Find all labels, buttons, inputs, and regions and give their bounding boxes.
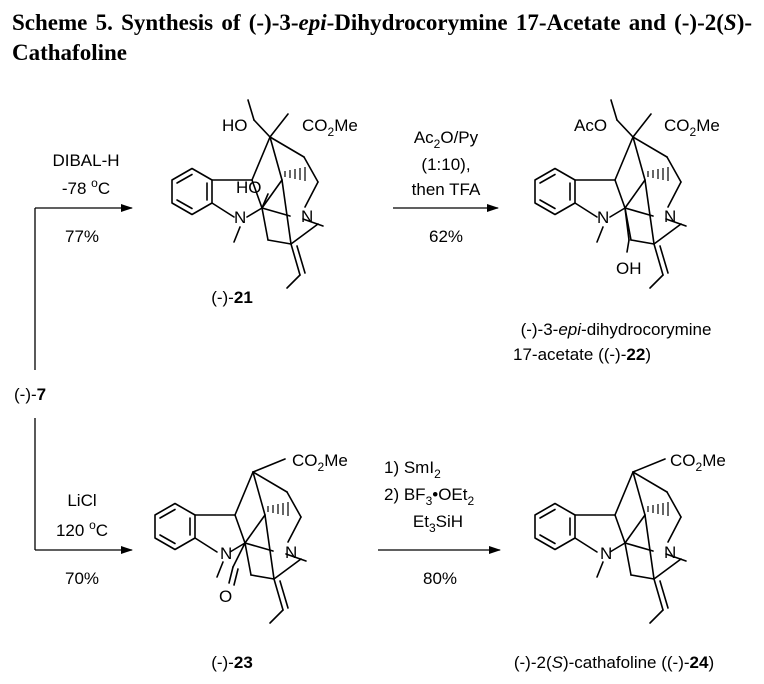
step4-yield: 80% — [423, 569, 457, 588]
step4-line3: Et3SiH — [413, 512, 463, 535]
step1-yield: 77% — [65, 227, 99, 246]
atom-aco-22: AcO — [574, 116, 607, 135]
step2-ratio: (1:10), — [421, 155, 470, 174]
label-compound-7: (-)-7 — [14, 385, 46, 404]
atom-co2me-22: CO2Me — [664, 116, 720, 139]
atom-n4-23: N — [285, 543, 297, 562]
label-compound-22-line2: 17-acetate ((-)-22) — [513, 345, 651, 364]
structure-24 — [534, 458, 687, 624]
atom-n1-22: N — [597, 208, 609, 227]
step3-reagent: LiCl — [67, 491, 96, 510]
atom-co2me-24: CO2Me — [670, 451, 726, 474]
atom-co2me-21: CO2Me — [302, 116, 358, 139]
step3-yield: 70% — [65, 569, 99, 588]
atom-n4-24: N — [664, 543, 676, 562]
atom-oh-22: OH — [616, 259, 642, 278]
label-compound-23: (-)-23 — [211, 653, 253, 672]
atom-n4-21: N — [301, 207, 313, 226]
atom-ho-21: HO — [222, 116, 248, 135]
label-compound-22-line1: (-)-3-epi-dihydrocorymine — [521, 320, 712, 339]
structure-23 — [154, 458, 307, 624]
atom-co2me-23: CO2Me — [292, 451, 348, 474]
atom-n4-22: N — [664, 207, 676, 226]
step4-line1: 1) SmI2 — [384, 458, 441, 481]
scheme-title: Scheme 5. Synthesis of (-)-3-epi-Dihydro… — [12, 10, 753, 65]
atom-n1-21: N — [234, 208, 246, 227]
step2-yield: 62% — [429, 227, 463, 246]
structure-21 — [171, 99, 324, 289]
label-compound-24: (-)-2(S)-cathafoline ((-)-24) — [514, 653, 714, 672]
label-compound-21: (-)-21 — [211, 288, 253, 307]
atom-o-23: O — [219, 587, 232, 606]
atom-n1-24: N — [600, 544, 612, 563]
step2-reagent: Ac2O/Py — [414, 128, 479, 151]
atom-n1-23: N — [220, 544, 232, 563]
step1-temperature: -78 oC — [62, 176, 110, 198]
step3-temperature: 120 oC — [56, 518, 108, 540]
step1-reagent: DIBAL-H — [52, 151, 119, 170]
atom-ho-c2-21: HO — [236, 178, 262, 197]
step4-line2: 2) BF3•OEt2 — [384, 485, 475, 508]
structure-22 — [534, 99, 687, 289]
step2-then: then TFA — [412, 180, 481, 199]
